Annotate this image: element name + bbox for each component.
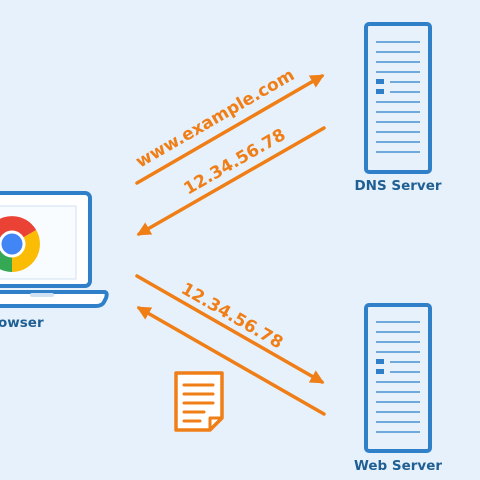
request-ip-label: 12.34.56.78 <box>178 279 287 353</box>
web-server-led <box>376 369 384 374</box>
document-icon <box>174 371 224 432</box>
dns-server-label: DNS Server <box>354 178 441 194</box>
laptop-trackpad-notch <box>30 293 54 297</box>
web-server: Web Server <box>354 303 442 474</box>
dns-server-led <box>376 89 384 94</box>
arrow-browser-to-web <box>135 274 325 384</box>
dns-server-slots <box>376 41 420 153</box>
dns-server: DNS Server <box>354 22 442 194</box>
chrome-logo-icon <box>0 216 40 272</box>
arrow-dns-to-browser <box>136 126 326 236</box>
web-server-body <box>364 303 432 453</box>
laptop-base <box>0 290 109 308</box>
arrows <box>135 74 326 416</box>
arrow-browser-to-dns <box>135 74 325 185</box>
web-server-slots <box>376 321 420 433</box>
web-server-led <box>376 359 384 364</box>
web-server-label: Web Server <box>354 458 442 474</box>
browser-label: owser <box>0 315 44 331</box>
browser-laptop: owser <box>0 191 109 331</box>
dns-server-body <box>364 22 432 174</box>
dns-server-led <box>376 79 384 84</box>
arrow-web-to-browser <box>136 306 326 416</box>
